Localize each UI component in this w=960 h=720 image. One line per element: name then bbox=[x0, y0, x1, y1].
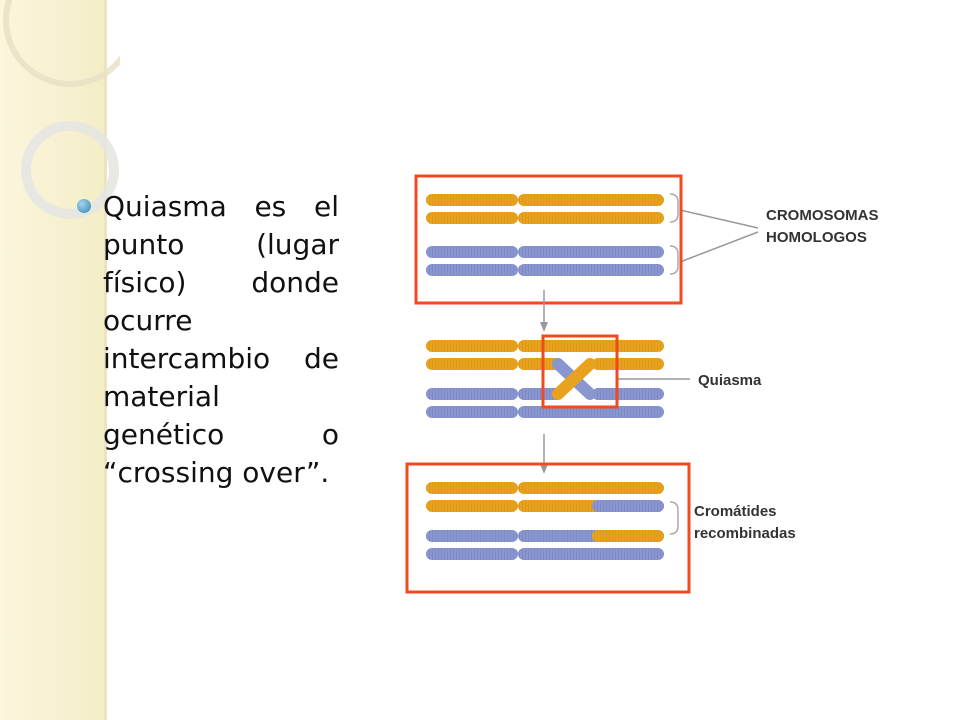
chromatid-orange-lower-left bbox=[426, 212, 518, 224]
bullet-text: Quiasma es el punto (lugar físico) donde… bbox=[103, 190, 339, 489]
arrow-head-1 bbox=[540, 322, 548, 332]
pointer-line-lower bbox=[679, 231, 759, 263]
chromatid-blue-lower-left-2 bbox=[426, 406, 518, 418]
highlight-box-homologous bbox=[414, 174, 683, 305]
chromatid-orange-upper-right-3 bbox=[518, 482, 664, 494]
bullet-icon bbox=[77, 199, 91, 213]
chiasma-group bbox=[426, 334, 690, 418]
highlight-box-recombined bbox=[405, 462, 691, 594]
chromatid-blue-upper-left-3 bbox=[426, 530, 518, 542]
chromatid-orange-upper-left-3 bbox=[426, 482, 518, 494]
homologous-chromosomes-group bbox=[414, 174, 759, 305]
chromatid-blue-lower-right-3 bbox=[518, 548, 664, 560]
label-recombined-line2: recombinadas bbox=[694, 525, 796, 542]
label-homologous-line1: CROMOSOMAS bbox=[766, 207, 879, 224]
label-chiasma: Quiasma bbox=[698, 372, 762, 389]
chromatid-orange-upper-left bbox=[426, 194, 518, 206]
chromatid-orange-upper-left-2 bbox=[426, 340, 518, 352]
chromatid-orange-lower-right bbox=[518, 212, 664, 224]
recombined-orange-segment bbox=[592, 530, 664, 542]
chromatid-blue-lower-left-3 bbox=[426, 548, 518, 560]
side-decoration-band bbox=[0, 0, 106, 720]
bracket-recombined bbox=[669, 501, 679, 535]
label-recombined-line1: Cromátides bbox=[694, 503, 777, 520]
chromatid-orange-lower-left-3 bbox=[426, 500, 518, 512]
chromatid-blue-upper-left bbox=[426, 246, 518, 258]
chromatid-orange-upper-right-2 bbox=[518, 340, 664, 352]
crossover-orange-strand bbox=[552, 358, 596, 400]
decorative-rings bbox=[3, 0, 120, 219]
chromatid-orange-lower-left-2 bbox=[426, 358, 518, 370]
label-homologous-line2: HOMOLOGOS bbox=[766, 229, 867, 246]
chromatid-blue-lower-right bbox=[518, 264, 664, 276]
chromatid-blue-lower-left bbox=[426, 264, 518, 276]
chromatid-orange-lower-mid-2 bbox=[518, 358, 562, 370]
chromatid-orange-lower-end-2 bbox=[592, 358, 664, 370]
chromatid-blue-upper-left-2 bbox=[426, 388, 518, 400]
chromatid-blue-lower-right-2 bbox=[518, 406, 664, 418]
recombined-chromatids-group bbox=[405, 462, 691, 594]
recombined-blue-segment bbox=[592, 500, 664, 512]
highlight-box-chiasma bbox=[541, 334, 619, 409]
bracket-orange bbox=[669, 193, 679, 223]
bracket-blue bbox=[669, 245, 679, 275]
chromatid-blue-upper-mid-2 bbox=[518, 388, 562, 400]
chromatid-blue-upper-right bbox=[518, 246, 664, 258]
pointer-line-upper bbox=[679, 209, 759, 229]
side-decoration-edge bbox=[104, 0, 107, 720]
chromatid-blue-upper-end-2 bbox=[592, 388, 664, 400]
chromatid-orange-upper-right bbox=[518, 194, 664, 206]
arrow-head-2 bbox=[540, 464, 548, 474]
